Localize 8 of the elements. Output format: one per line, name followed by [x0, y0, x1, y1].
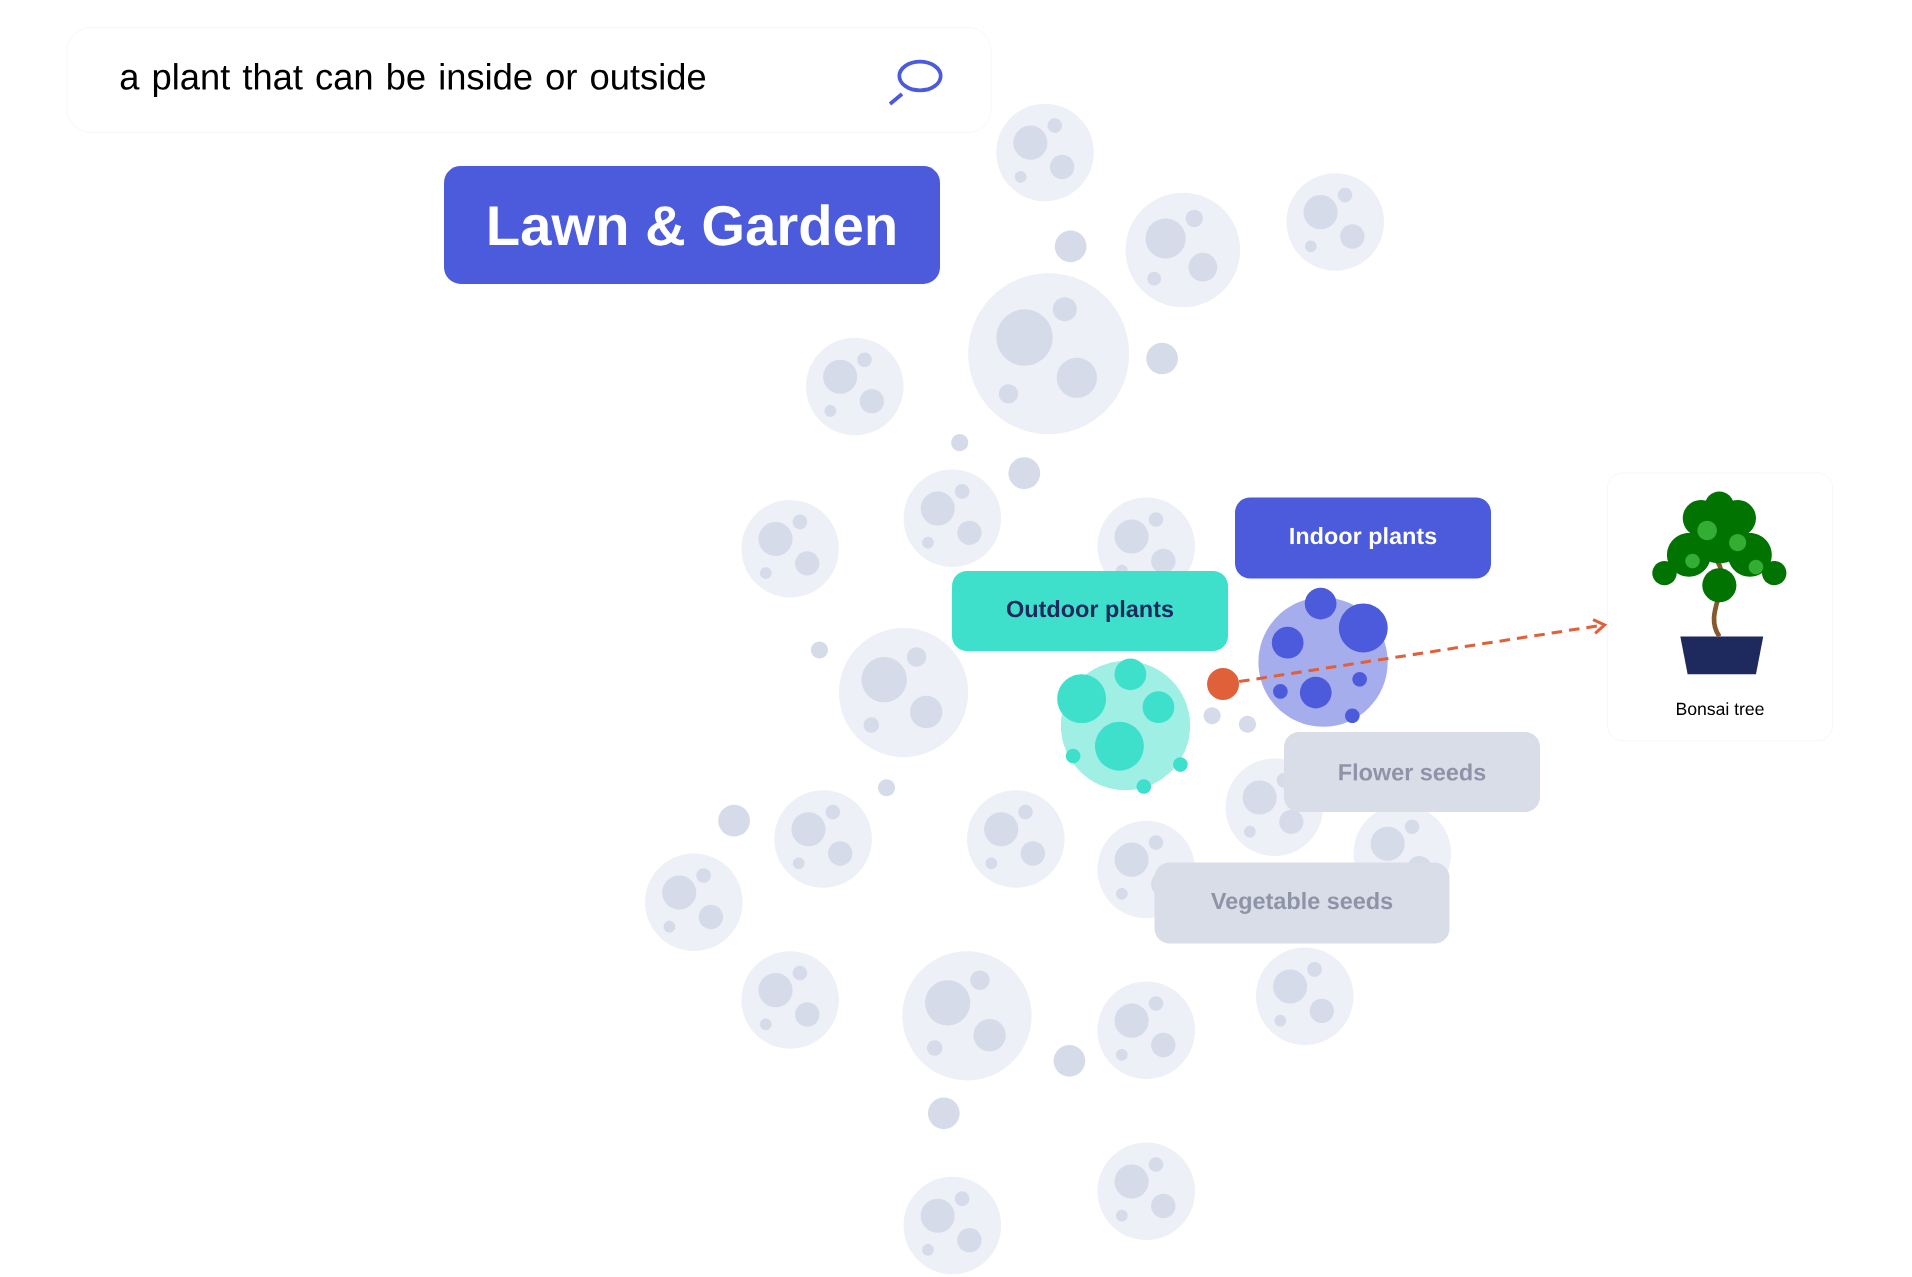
category-chip: Indoor plants	[1235, 497, 1491, 579]
dot	[1207, 668, 1240, 701]
arrow	[1238, 618, 1608, 684]
category-chip: Flower seeds	[1284, 732, 1540, 812]
category-chip: Outdoor plants	[952, 571, 1228, 651]
search-box: a plant that can be inside or outside	[67, 27, 992, 133]
category-chip: Vegetable seeds	[1154, 862, 1450, 944]
category-button: Lawn & Garden	[444, 166, 940, 284]
